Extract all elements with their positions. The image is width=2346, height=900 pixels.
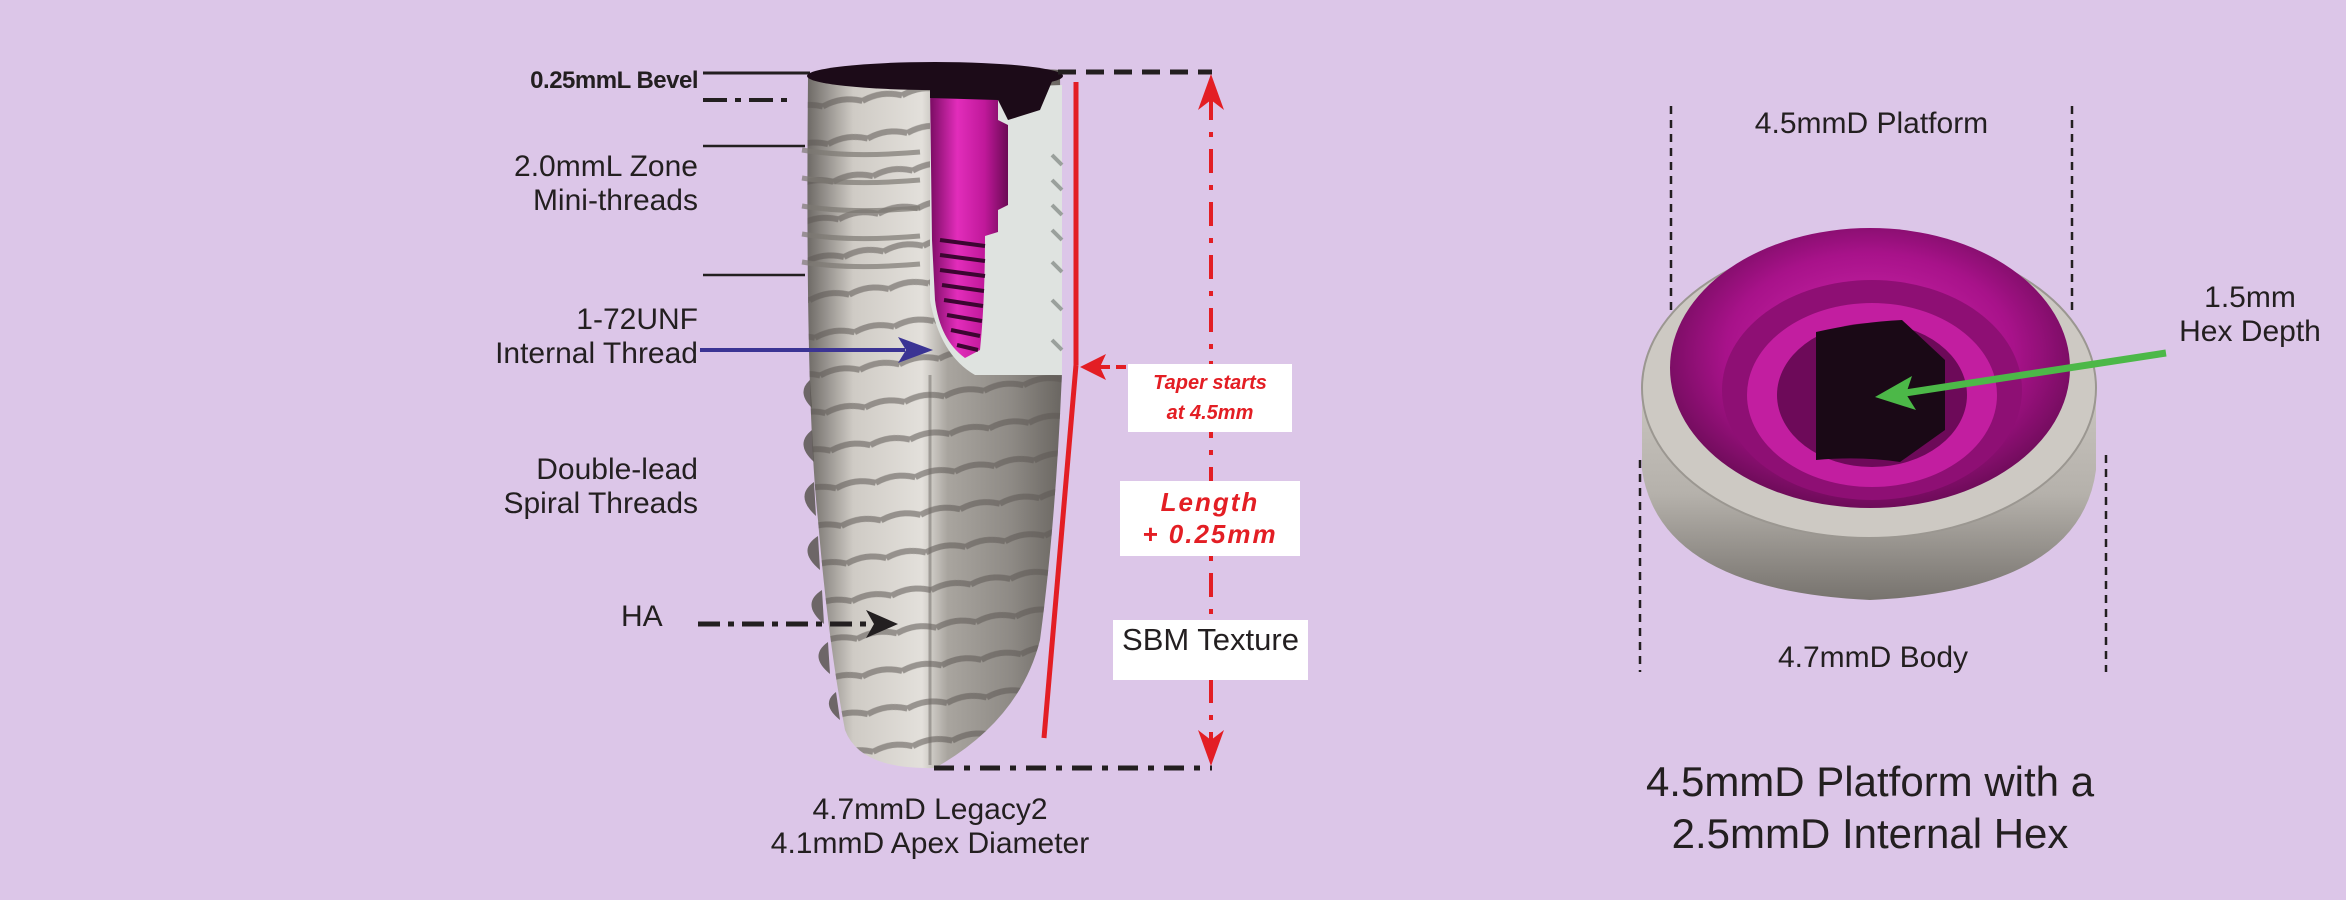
taper-callout-line2: at 4.5mm: [1166, 402, 1254, 424]
platform-dimension-lines: [1638, 106, 2108, 672]
length-callout-line2: + 0.25mm: [1142, 519, 1278, 549]
internal-thread-arrow: [700, 337, 933, 363]
body-diameter-label: 4.7mmD Body: [1777, 641, 1969, 674]
texture-callout-text: SBM Texture: [1122, 622, 1299, 657]
length-callout-box: Length + 0.25mm: [1120, 481, 1300, 556]
ha-arrow: [698, 610, 898, 638]
implant-caption-line1: 4.7mmD Legacy2: [812, 793, 1048, 826]
internal-thread-label-line1: 1-72UNF: [576, 303, 698, 336]
zone-leader-lines: [703, 144, 805, 277]
implant-body-image: [801, 62, 1064, 769]
zone-label: 2.0mmL Zone Mini-threads: [514, 150, 698, 218]
taper-arrow: [1080, 354, 1126, 380]
internal-thread-label-line2: Internal Thread: [495, 337, 698, 370]
internal-thread-label: 1-72UNF Internal Thread: [495, 303, 698, 371]
spiral-threads-label-line1: Double-lead: [536, 453, 698, 486]
platform-caption-line2: 2.5mmD Internal Hex: [1671, 810, 2069, 857]
platform-caption: 4.5mmD Platform with a 2.5mmD Internal H…: [1590, 756, 2150, 860]
length-callout-line1: Length: [1160, 487, 1260, 517]
ha-label: HA: [621, 600, 663, 633]
hex-depth-label: 1.5mm Hex Depth: [2160, 281, 2340, 349]
platform-caption-line1: 4.5mmD Platform with a: [1645, 758, 2095, 805]
hex-depth-label-line2: Hex Depth: [2179, 315, 2321, 348]
spiral-threads-label-line2: Spiral Threads: [503, 487, 698, 520]
platform-diameter-label: 4.5mmD Platform: [1754, 107, 1989, 140]
bevel-label: 0.25mmL Bevel: [530, 67, 698, 94]
implant-caption: 4.7mmD Legacy2 4.1mmD Apex Diameter: [700, 793, 1160, 861]
hex-depth-label-line1: 1.5mm: [2204, 281, 2296, 314]
zone-label-line2: Mini-threads: [532, 184, 698, 217]
spiral-threads-label: Double-lead Spiral Threads: [503, 453, 698, 521]
taper-callout-box: Taper starts at 4.5mm: [1128, 364, 1292, 432]
implant-caption-line2: 4.1mmD Apex Diameter: [770, 827, 1090, 860]
taper-callout-line1: Taper starts: [1153, 372, 1267, 394]
platform-image: [1641, 228, 2097, 600]
texture-callout-box: SBM Texture: [1113, 620, 1308, 680]
hex-depth-arrow: [1875, 349, 2167, 410]
bevel-leader-lines: [703, 71, 810, 102]
zone-label-line1: 2.0mmL Zone: [514, 150, 698, 183]
